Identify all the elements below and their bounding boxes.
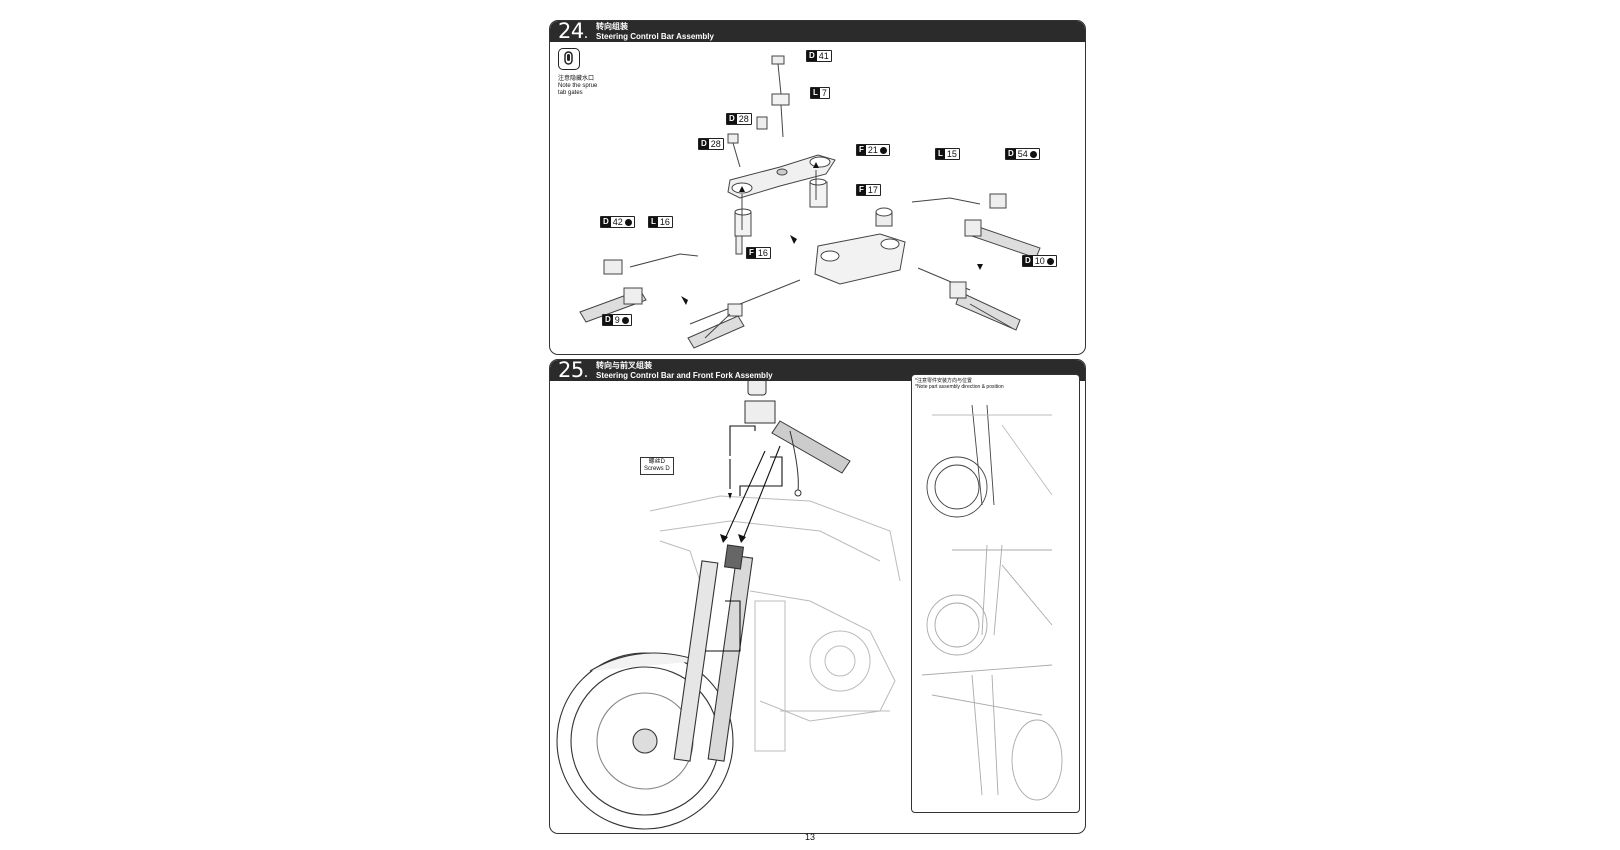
special-marker-icon <box>621 316 629 324</box>
page-number: 13 <box>805 832 816 842</box>
fork-assembly-illustration <box>556 381 901 830</box>
step-25-title-cn: 转向与前叉组装 <box>596 361 652 370</box>
screws-d-label: 螺丝D Screws D <box>640 457 674 475</box>
special-marker-icon <box>1029 150 1037 158</box>
special-marker-icon <box>624 218 632 226</box>
step-25-number: 25. <box>558 359 588 382</box>
sprue-note: 注意隐藏水口 Note the sprue tab gates <box>558 76 598 96</box>
step-24-title-en: Steering Control Bar Assembly <box>596 32 714 41</box>
step-25-title-en: Steering Control Bar and Front Fork Asse… <box>596 371 773 380</box>
step-25-panel: 25. 转向与前叉组装 Steering Control Bar and Fro… <box>549 359 1086 834</box>
step-24-header: 24. 转向组装 Steering Control Bar Assembly <box>550 21 1085 43</box>
step-24-title-cn: 转向组装 <box>596 22 628 31</box>
assembly-direction-inset: *注意零件安装方向与位置 *Note part assembly directi… <box>911 374 1080 813</box>
inset-views-illustration <box>921 404 1063 801</box>
special-marker-icon <box>1046 257 1054 265</box>
inset-note: *注意零件安装方向与位置 *Note part assembly directi… <box>915 378 1004 390</box>
special-marker-icon <box>879 146 887 154</box>
step-24-panel: 24. 转向组装 Steering Control Bar Assembly 注… <box>549 20 1086 355</box>
steering-assembly-illustration <box>579 55 1041 349</box>
step-24-number: 24. <box>558 20 588 43</box>
sprue-gate-icon <box>558 48 580 70</box>
